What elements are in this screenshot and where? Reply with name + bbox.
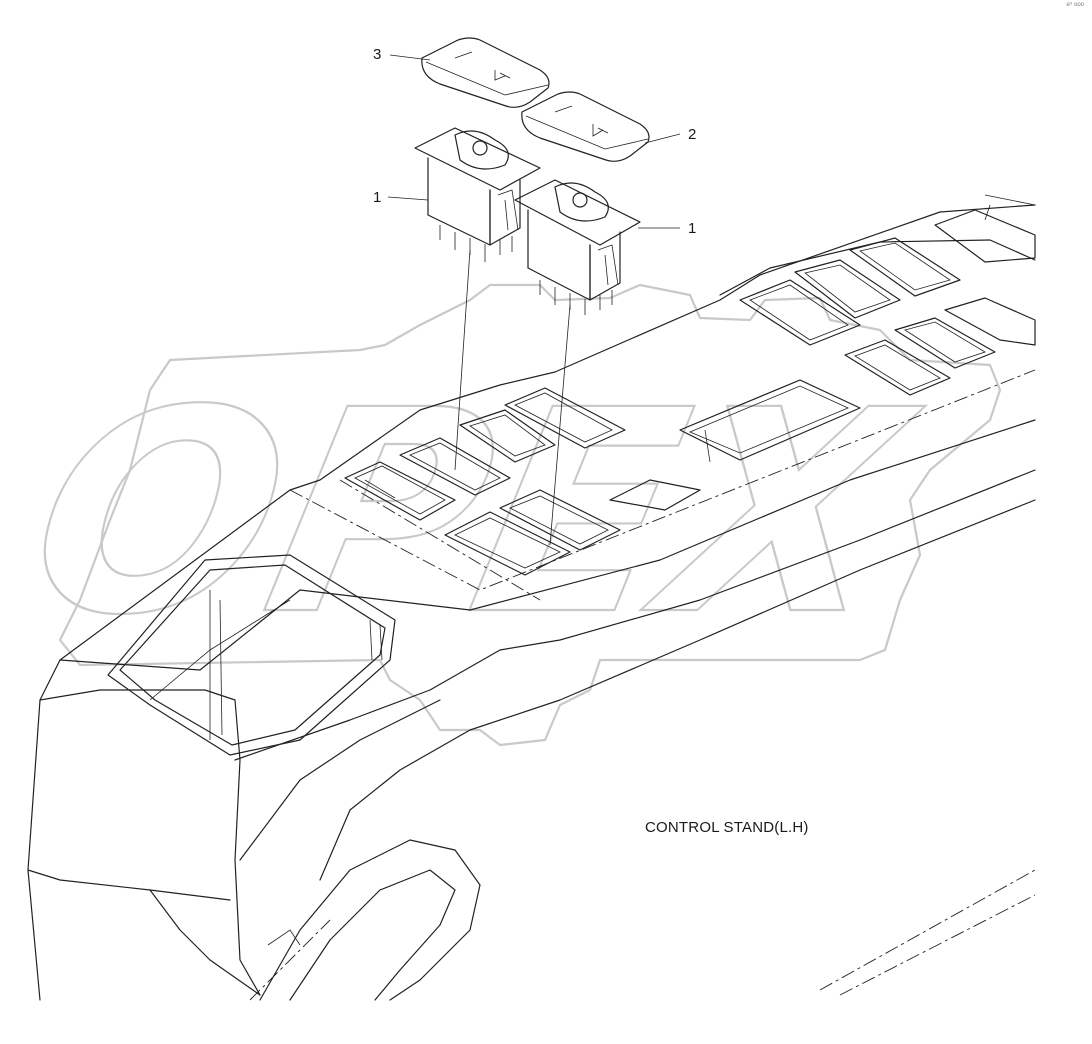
watermark-text: OPEX [6,350,937,676]
rocker-switch-right [514,179,641,315]
callout-3: 3 [373,46,381,63]
armrest-grip [259,839,481,1001]
switch-cap-3 [421,37,550,108]
callout-1-left: 1 [373,189,381,206]
switch-cap-2 [521,91,650,162]
callout-leader-3 [389,54,431,61]
cup-holder-opening [107,554,396,756]
cap-3-symbol [494,70,511,81]
diagram-caption: CONTROL STAND(L.H) [645,819,809,836]
watermark: OPEX [5,283,1002,747]
leader-line-left [454,249,471,471]
callout-leader-1-left [387,196,429,201]
control-stand-body [27,194,1036,1001]
callout-1-right: 1 [688,220,696,237]
corner-mark: e⁵ ooo [1066,2,1084,8]
watermark-gear-outline [58,283,1002,747]
rocker-switch-left [414,127,541,262]
switch-sockets [344,194,1036,576]
callout-2: 2 [688,126,696,143]
cap-2-symbol [592,124,609,137]
callout-leader-2 [644,133,681,144]
leader-line-right [549,304,571,546]
